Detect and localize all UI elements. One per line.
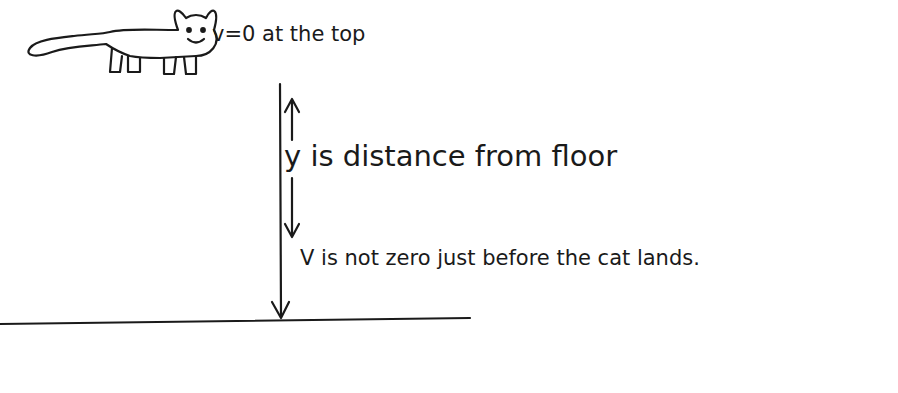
velocity-note: v=0 at the top [212, 22, 365, 46]
distance-arrow-up [285, 99, 299, 140]
cat-eye [201, 28, 205, 32]
distance-label: y is distance from floor [284, 140, 617, 173]
distance-arrow-down [285, 178, 299, 237]
cat-drawing [28, 11, 216, 58]
cat-smile [188, 39, 204, 43]
velocity-note: V is not zero just before the cat lands. [300, 246, 700, 270]
cat-eye [187, 28, 191, 32]
fall-arrowhead [272, 302, 289, 318]
fall-line [280, 84, 281, 316]
floor-line [0, 318, 470, 324]
cat-legs [110, 48, 196, 74]
